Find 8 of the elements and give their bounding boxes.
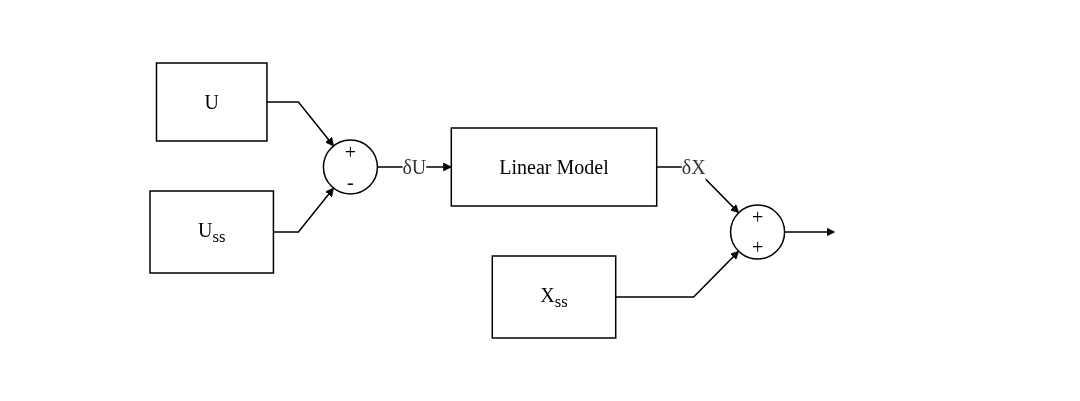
- node-box: U$_{ss}$: [148, 190, 274, 274]
- node-circle: + +: [729, 204, 786, 260]
- node-circle: + -: [322, 139, 378, 195]
- edge-label: δX: [681, 156, 706, 178]
- node-box: U: [155, 62, 268, 142]
- edge-label: δU: [402, 156, 426, 178]
- node-box: X$_{ss}$: [491, 255, 617, 339]
- node-box: Linear Model: [450, 127, 658, 207]
